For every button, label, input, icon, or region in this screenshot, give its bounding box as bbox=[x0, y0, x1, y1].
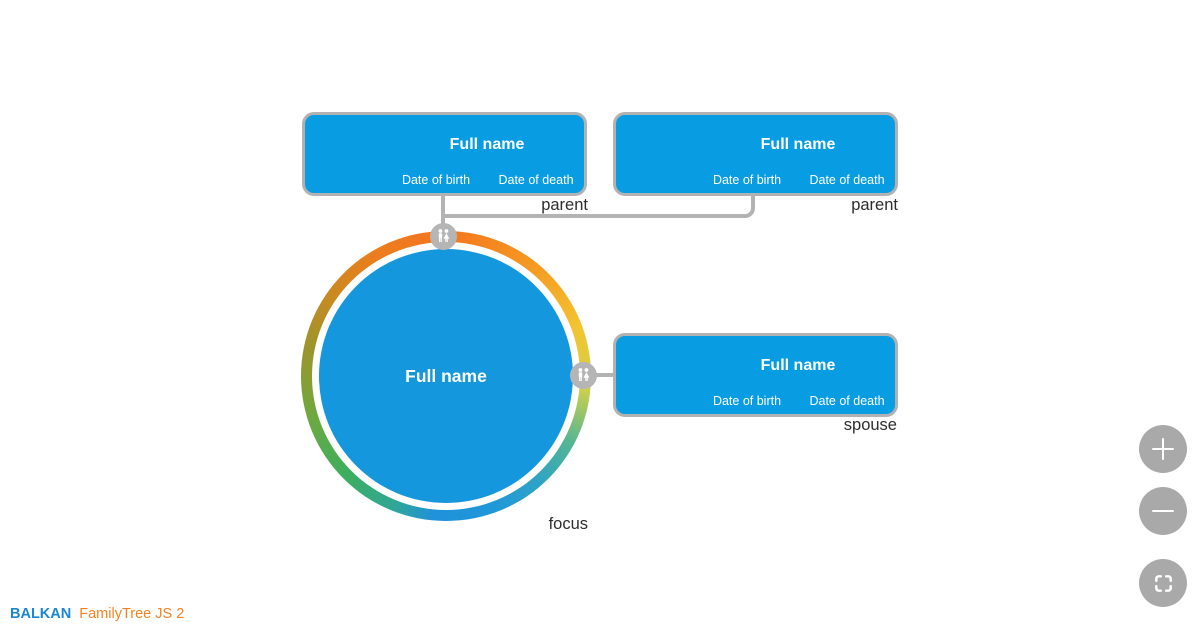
birth-date-field: Date of birth bbox=[712, 173, 782, 187]
node-focus[interactable]: Full name bbox=[301, 231, 591, 521]
balkan-familytree-logo[interactable]: BALKAN FamilyTree JS 2 bbox=[10, 606, 184, 622]
relation-label-parent-right: parent bbox=[851, 196, 898, 214]
node-spouse[interactable]: Full name Date of birth Date of death bbox=[613, 333, 898, 417]
fit-screen-icon bbox=[1154, 574, 1172, 592]
death-date-field: Date of death bbox=[498, 173, 574, 187]
death-date-field: Date of death bbox=[809, 394, 885, 408]
zoom-out-button[interactable] bbox=[1139, 487, 1187, 535]
spouse-link-button[interactable] bbox=[570, 362, 597, 389]
death-date-field: Date of death bbox=[809, 173, 885, 187]
node-parent-right[interactable]: Full name Date of birth Date of death bbox=[613, 112, 898, 196]
logo-primary-text: BALKAN bbox=[10, 606, 72, 622]
full-name-field: Full name bbox=[760, 136, 836, 153]
couple-icon bbox=[578, 368, 590, 382]
birth-date-field: Date of birth bbox=[401, 173, 471, 187]
parents-link-button[interactable] bbox=[430, 223, 457, 250]
relation-label-focus: focus bbox=[548, 515, 588, 533]
fit-screen-button[interactable] bbox=[1139, 559, 1187, 607]
relation-label-spouse: spouse bbox=[843, 416, 897, 434]
full-name-field: Full name bbox=[405, 365, 487, 386]
full-name-field: Full name bbox=[449, 136, 525, 153]
couple-icon bbox=[438, 229, 450, 243]
zoom-in-button[interactable] bbox=[1139, 425, 1187, 473]
focus-circle[interactable]: Full name bbox=[319, 249, 573, 503]
birth-date-field: Date of birth bbox=[712, 394, 782, 408]
minus-icon bbox=[1152, 509, 1174, 513]
full-name-field: Full name bbox=[760, 357, 836, 374]
relation-label-parent-left: parent bbox=[541, 196, 588, 214]
logo-secondary-text: FamilyTree JS 2 bbox=[79, 606, 185, 622]
node-parent-left[interactable]: Full name Date of birth Date of death bbox=[302, 112, 587, 196]
connector-parent-right bbox=[443, 194, 755, 218]
connector-spouse bbox=[592, 373, 618, 377]
